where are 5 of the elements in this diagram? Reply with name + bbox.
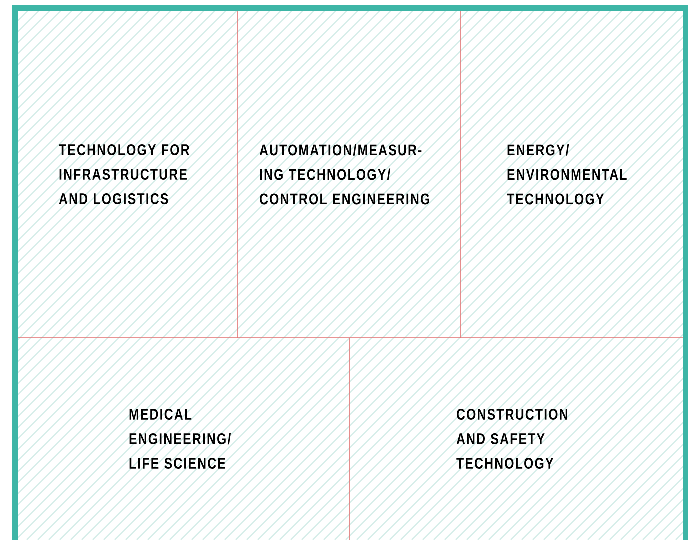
category-cell: TECHNOLOGY FOR INFRASTRUCTURE AND LOGISTICS bbox=[59, 144, 190, 204]
category-cell: CONSTRUCTION AND SAFETY TECHNOLOGY bbox=[456, 409, 568, 469]
category-cell: AUTOMATION/MEASUR- ING TECHNOLOGY/ CONTROL ENGINEERING bbox=[260, 144, 430, 205]
category-cell: MEDICAL ENGINEERING/ LIFE SCIENCE bbox=[130, 409, 232, 469]
category-cell: ENERGY/ ENVIRONMENTAL TECHNOLOGY bbox=[507, 144, 627, 205]
